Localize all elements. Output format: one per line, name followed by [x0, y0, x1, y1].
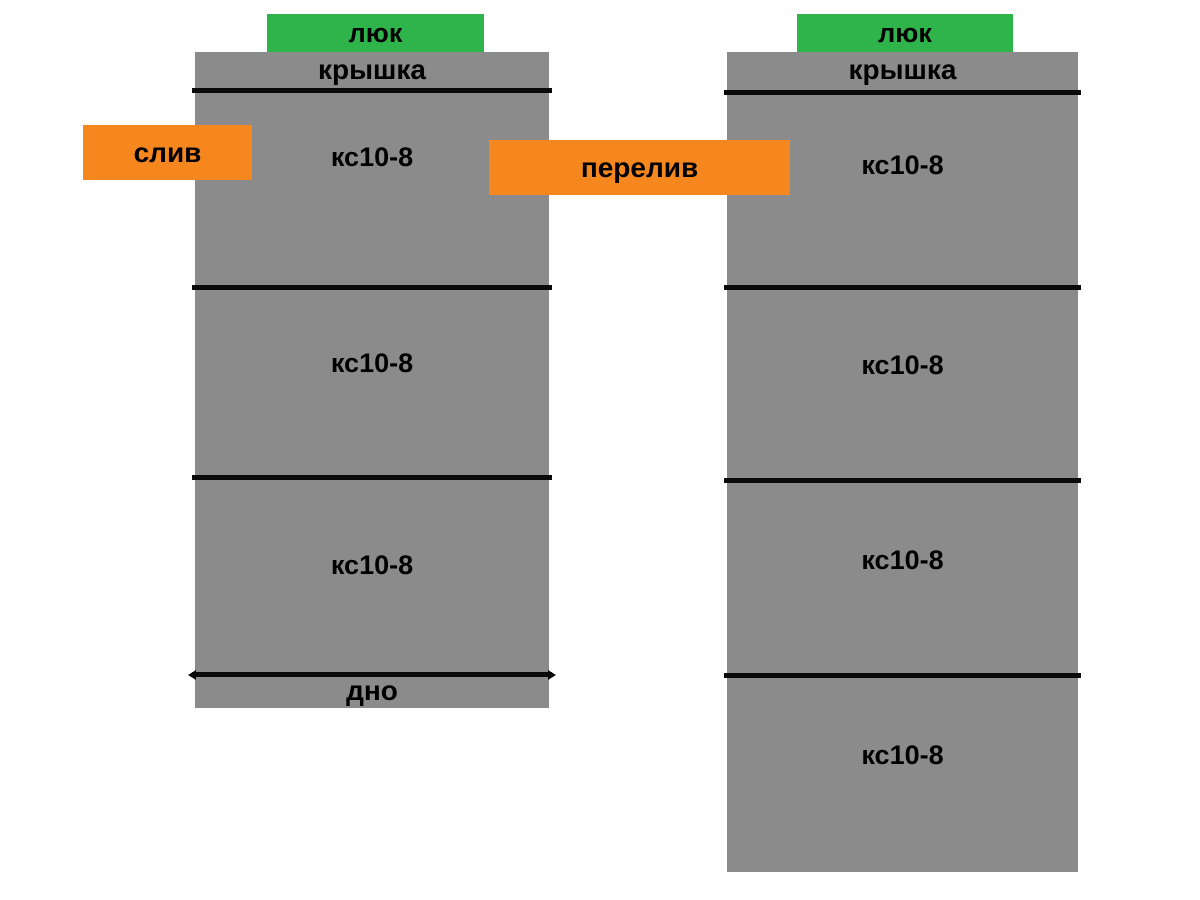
ring-joint-line [192, 475, 552, 480]
drain-badge-text: слив [133, 136, 202, 168]
ring-label: кс10-8 [861, 740, 944, 770]
ring-joint-line [724, 285, 1081, 290]
ring-label: кс10-8 [861, 545, 944, 575]
ring-label: кс10-8 [330, 550, 414, 580]
ring-joint-line [724, 478, 1081, 483]
hatch-label-right: люк [797, 14, 1013, 52]
drain-badge: слив [83, 125, 252, 180]
lid-joint-line [724, 90, 1081, 95]
overflow-badge-text: перелив [580, 151, 699, 183]
bottom-label: дно [346, 675, 398, 706]
bottom-joint-line [188, 670, 556, 680]
overflow-badge: перелив [489, 140, 790, 195]
hatch-text: люк [348, 17, 403, 48]
ring-label: кс10-8 [861, 150, 944, 180]
ring-joint-line [192, 285, 552, 290]
ring-label: кс10-8 [861, 350, 944, 380]
ring-label: кс10-8 [330, 348, 414, 378]
ring-label: кс10-8 [330, 142, 414, 172]
lid-label: крышка [318, 54, 426, 85]
hatch-text: люк [878, 17, 932, 48]
ring-joint-line [724, 673, 1081, 678]
lid-joint-line [192, 88, 552, 93]
lid-label: крышка [848, 54, 957, 85]
hatch-label-left: люк [267, 14, 484, 52]
